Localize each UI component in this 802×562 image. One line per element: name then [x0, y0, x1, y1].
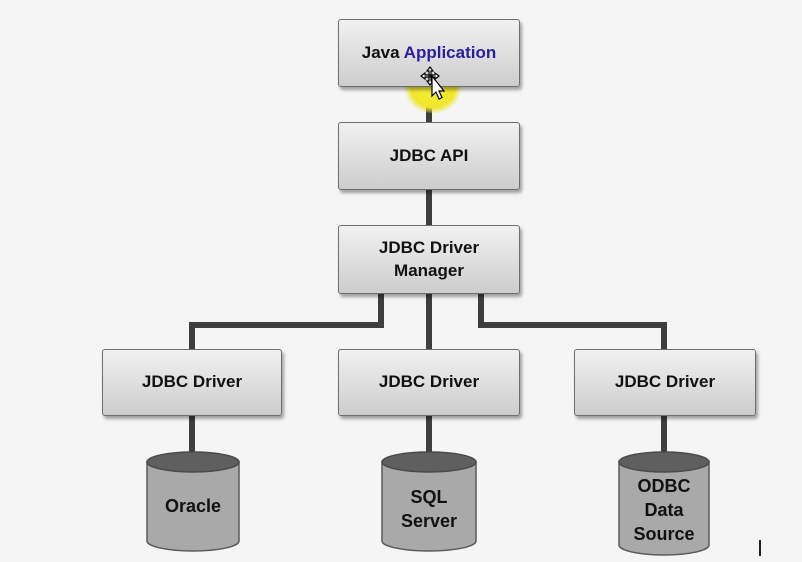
- jdbc-driver-manager-box: JDBC Driver Manager: [338, 225, 520, 294]
- sqlserver-label-container: SQL Server: [382, 472, 476, 546]
- jdbc-driver-label: JDBC Driver: [378, 372, 480, 392]
- sqlserver-label-line2: Server: [400, 511, 458, 531]
- jdbc-api-box: JDBC API: [338, 122, 520, 190]
- odbc-label-container: ODBC Data Source: [619, 470, 709, 550]
- jdbc-driver-box-oracle: JDBC Driver: [102, 349, 282, 416]
- move-cursor-icon: [420, 66, 446, 100]
- java-application-label: Java Application: [361, 42, 497, 62]
- jdbc-driver-box-sqlserver: JDBC Driver: [338, 349, 520, 416]
- driver-manager-label-line1: JDBC Driver: [378, 238, 480, 258]
- driver-manager-label-line2: Manager: [394, 260, 464, 280]
- jdbc-driver-label: JDBC Driver: [141, 372, 243, 392]
- jdbc-driver-label: JDBC Driver: [614, 372, 716, 392]
- jdbc-driver-box-odbc: JDBC Driver: [574, 349, 756, 416]
- oracle-label: Oracle: [164, 495, 222, 516]
- odbc-label-line2: Data: [644, 499, 684, 520]
- odbc-database-cylinder: [618, 451, 710, 556]
- oracle-label-container: Oracle: [147, 474, 239, 538]
- connector-manager-driver-left: [189, 290, 384, 352]
- sqlserver-database-cylinder: [381, 451, 477, 552]
- text-cursor-icon: [759, 540, 761, 556]
- odbc-label-line1: ODBC: [637, 475, 691, 496]
- jdbc-api-label: JDBC API: [389, 145, 469, 165]
- odbc-label-line3: Source: [633, 524, 695, 545]
- connector-manager-driver-right: [478, 290, 667, 352]
- sqlserver-label-line1: SQL: [410, 486, 448, 507]
- oracle-database-cylinder: [146, 451, 240, 552]
